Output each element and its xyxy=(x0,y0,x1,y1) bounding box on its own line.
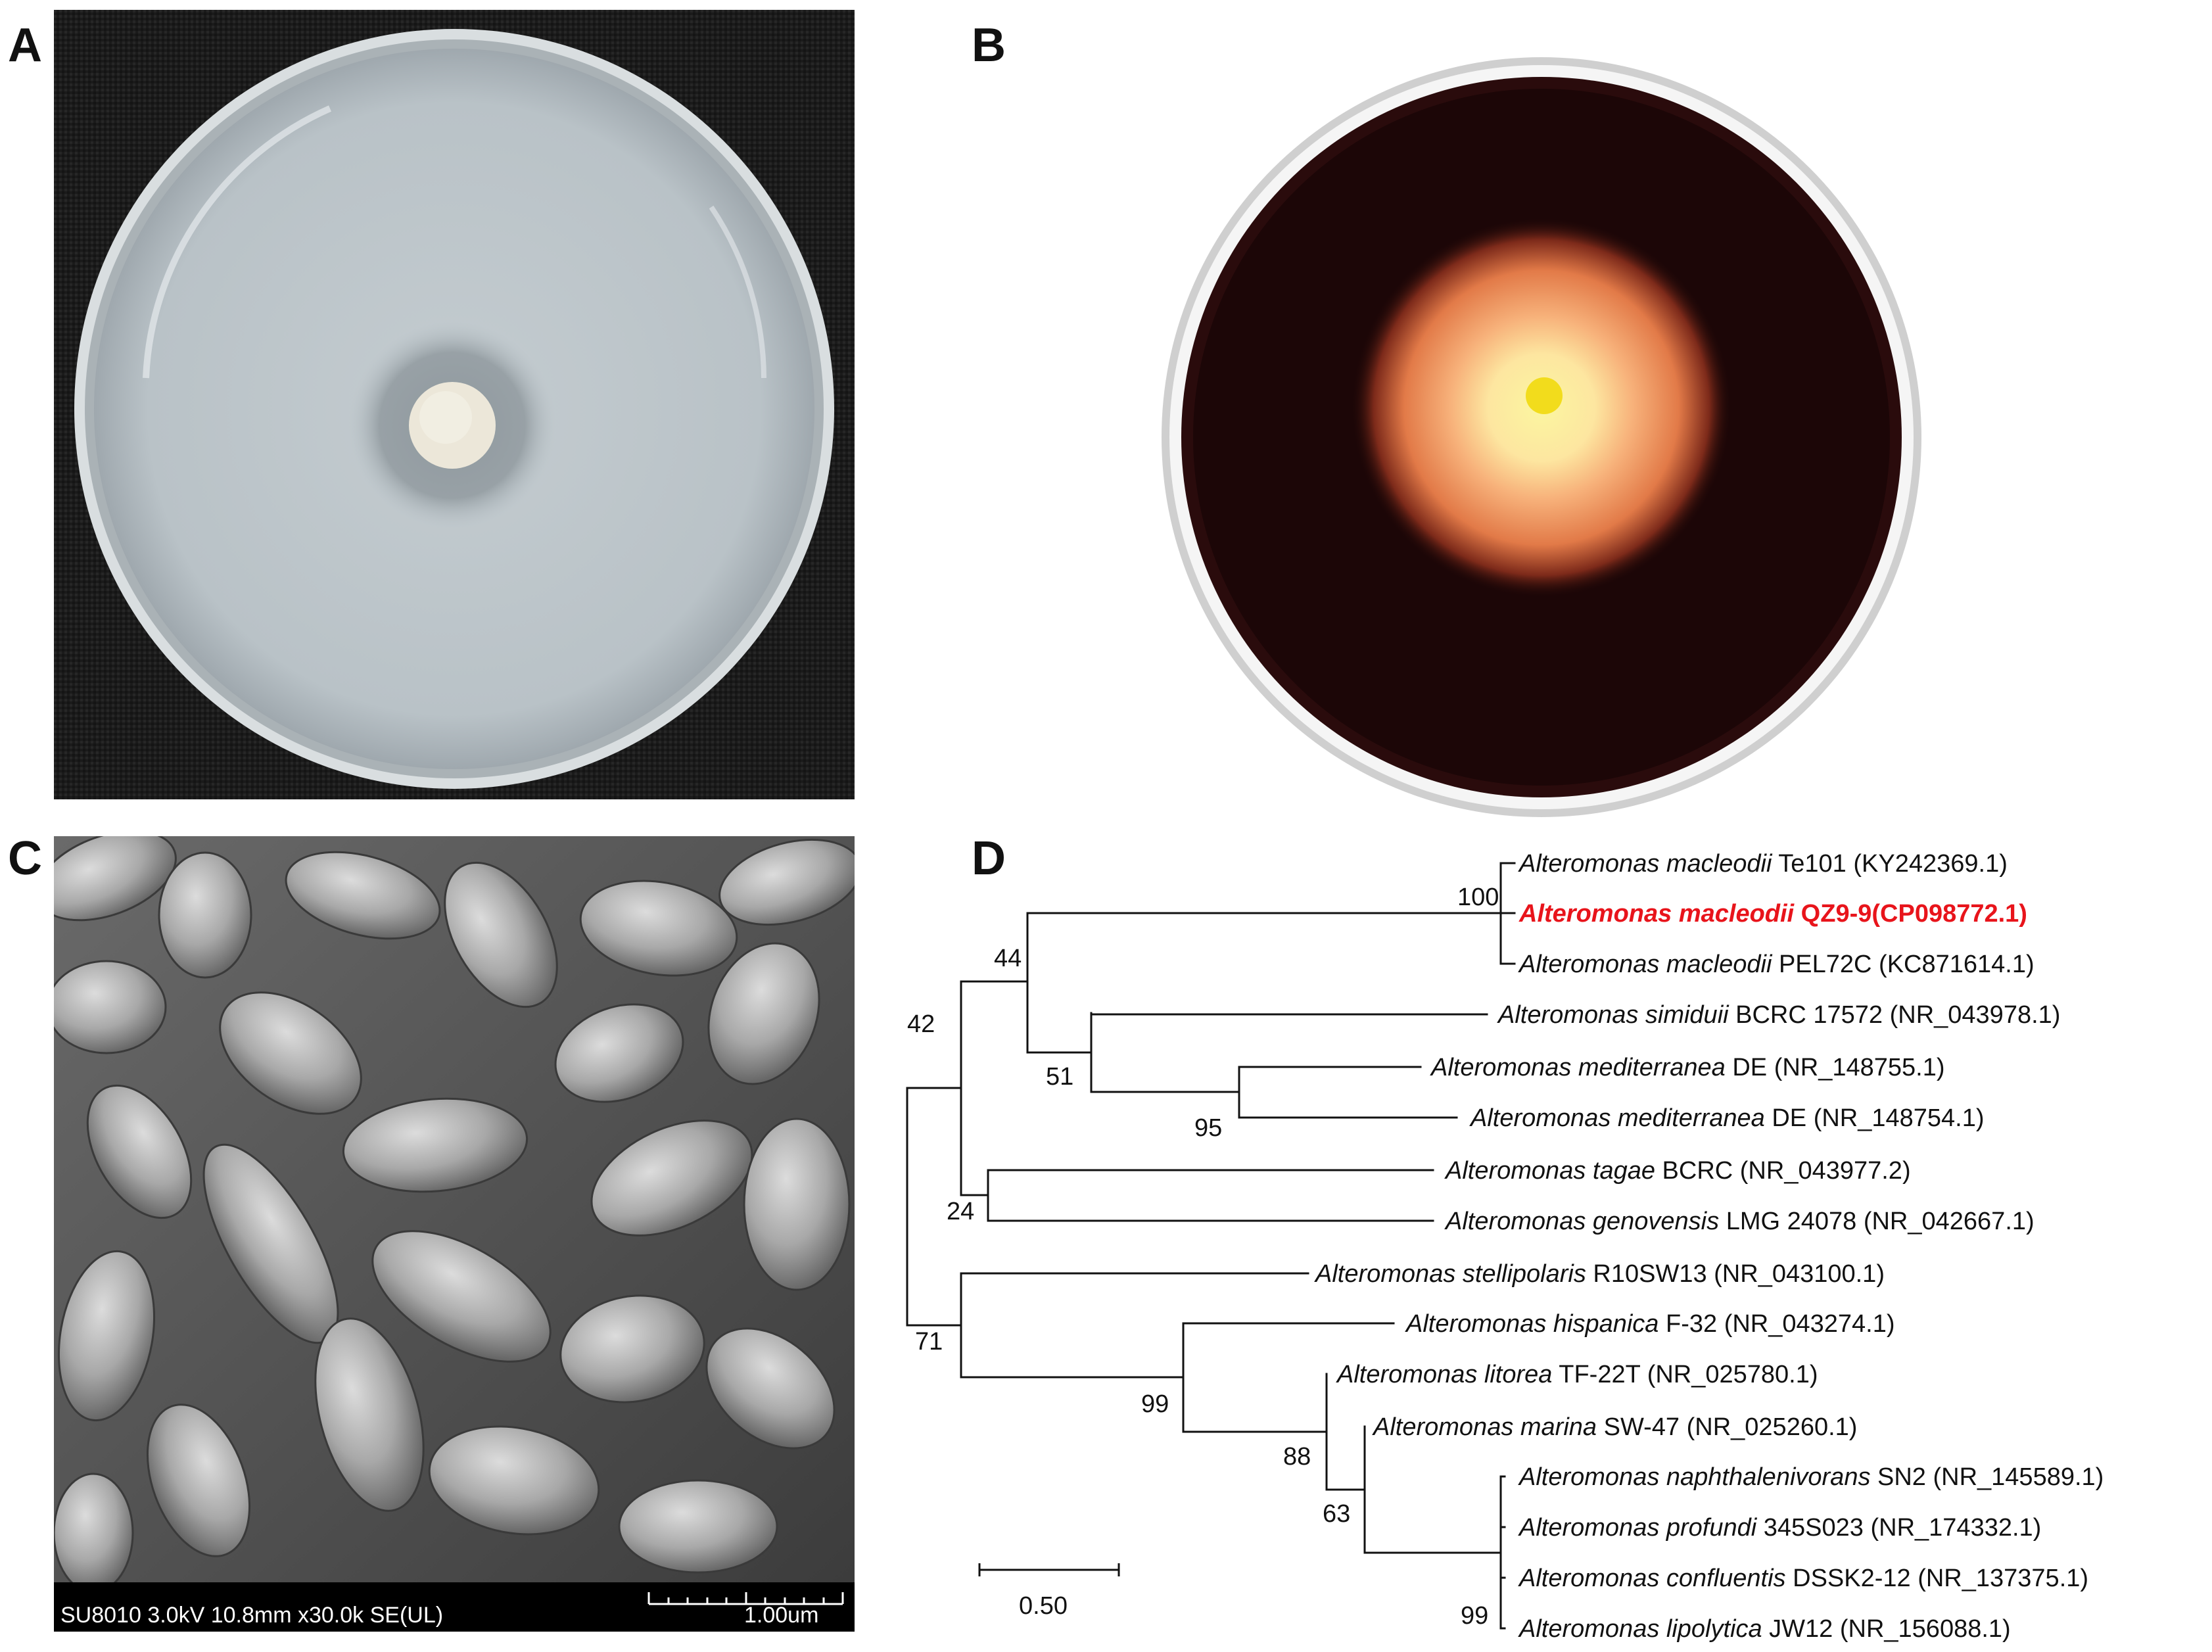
taxon-strain: DSSK2-12 xyxy=(1786,1565,1911,1592)
bootstrap-value: 71 xyxy=(915,1328,943,1356)
panel-a-letter: A xyxy=(8,19,42,72)
taxon-accession: (NR_148754.1) xyxy=(1806,1104,1984,1132)
taxon-species: Alteromonas macleodii xyxy=(1518,900,1795,928)
taxon-strain: SW-47 xyxy=(1597,1413,1680,1441)
panel-d-letter: D xyxy=(972,832,1006,885)
taxon-species: Alteromonas lipolytica xyxy=(1518,1615,1762,1643)
taxon-label: Alteromonas stellipolaris R10SW13 (NR_04… xyxy=(1314,1260,1885,1288)
taxon-label: Alteromonas mediterranea DE (NR_148754.1… xyxy=(1469,1104,1985,1132)
taxon-strain: F-32 xyxy=(1659,1310,1717,1338)
bootstrap-value: 63 xyxy=(1323,1500,1350,1528)
taxon-accession: (KY242369.1) xyxy=(1847,850,2008,878)
bootstrap-value: 95 xyxy=(1194,1114,1222,1142)
sem-scale-label: 1.00um xyxy=(744,1603,818,1628)
taxon-accession: (NR_174332.1) xyxy=(1864,1514,2041,1542)
taxon-species: Alteromonas profundi xyxy=(1518,1514,1758,1542)
taxon-label: Alteromonas confluentis DSSK2-12 (NR_137… xyxy=(1518,1565,2088,1592)
taxon-species: Alteromonas stellipolaris xyxy=(1314,1260,1586,1288)
tree-scale-label: 0.50 xyxy=(1019,1592,1068,1620)
taxon-strain: PEL72C xyxy=(1772,951,1871,978)
taxon-accession: (NR_025260.1) xyxy=(1680,1413,1857,1441)
taxon-label: Alteromonas genovensis LMG 24078 (NR_042… xyxy=(1444,1208,2035,1235)
panel-c-sem-micrograph: SU8010 3.0kV 10.8mm x30.0k SE(UL) 1.00um xyxy=(54,836,855,1632)
sem-info-text: SU8010 3.0kV 10.8mm x30.0k SE(UL) xyxy=(60,1603,443,1628)
taxon-accession: (NR_042667.1) xyxy=(1856,1208,2034,1235)
taxon-species: Alteromonas confluentis xyxy=(1518,1565,1786,1592)
taxon-label: Alteromonas macleodii Te101 (KY242369.1) xyxy=(1518,850,2008,878)
taxon-accession: (NR_137375.1) xyxy=(1911,1565,2088,1592)
panel-b-letter: B xyxy=(972,19,1006,72)
taxon-label: Alteromonas marina SW-47 (NR_025260.1) xyxy=(1372,1413,1857,1441)
taxon-strain: Te101 xyxy=(1772,850,1846,878)
taxon-species: Alteromonas marina xyxy=(1372,1413,1597,1441)
taxon-strain: R10SW13 xyxy=(1586,1260,1707,1288)
taxon-species: Alteromonas hispanica xyxy=(1405,1310,1659,1338)
taxon-accession: (NR_043978.1) xyxy=(1883,1001,2060,1029)
taxon-strain: BCRC xyxy=(1655,1157,1733,1185)
taxon-label: Alteromonas macleodii PEL72C (KC871614.1… xyxy=(1518,951,2035,978)
taxon-accession: (NR_145589.1) xyxy=(1926,1463,2104,1491)
taxon-species: Alteromonas mediterranea xyxy=(1469,1104,1765,1132)
taxon-label: Alteromonas tagae BCRC (NR_043977.2) xyxy=(1444,1157,1911,1185)
taxon-label: Alteromonas naphthalenivorans SN2 (NR_14… xyxy=(1518,1463,2104,1491)
taxon-label-highlighted: Alteromonas macleodii QZ9-9(CP098772.1) xyxy=(1518,900,2027,928)
taxon-strain: 345S023 xyxy=(1756,1514,1864,1542)
taxon-accession: (KC871614.1) xyxy=(1872,951,2035,978)
taxon-species: Alteromonas tagae xyxy=(1444,1157,1655,1185)
taxon-accession: (NR_043977.2) xyxy=(1733,1157,1910,1185)
taxon-label: Alteromonas lipolytica JW12 (NR_156088.1… xyxy=(1518,1615,2011,1643)
taxon-accession: (NR_043100.1) xyxy=(1707,1260,1885,1288)
taxon-label: Alteromonas mediterranea DE (NR_148755.1… xyxy=(1430,1054,1945,1081)
taxon-accession: (NR_025780.1) xyxy=(1640,1361,1818,1388)
taxon-label: Alteromonas hispanica F-32 (NR_043274.1) xyxy=(1405,1310,1895,1338)
bootstrap-value: 99 xyxy=(1461,1602,1488,1630)
taxon-species: Alteromonas simiduii xyxy=(1497,1001,1730,1029)
taxon-label: Alteromonas litorea TF-22T (NR_025780.1) xyxy=(1336,1361,1818,1388)
bootstrap-value: 100 xyxy=(1457,884,1499,911)
bootstrap-value: 51 xyxy=(1046,1063,1073,1091)
taxon-label: Alteromonas simiduii BCRC 17572 (NR_0439… xyxy=(1497,1001,2060,1029)
taxon-accession: (NR_148755.1) xyxy=(1767,1054,1944,1081)
taxon-species: Alteromonas mediterranea xyxy=(1430,1054,1726,1081)
taxon-strain: QZ9-9(CP098772.1) xyxy=(1794,900,2027,928)
taxon-strain: BCRC 17572 xyxy=(1729,1001,1883,1029)
bootstrap-value: 88 xyxy=(1283,1443,1311,1471)
taxon-label: Alteromonas profundi 345S023 (NR_174332.… xyxy=(1518,1514,2041,1542)
taxon-strain: JW12 xyxy=(1762,1615,1833,1643)
bootstrap-value: 42 xyxy=(907,1010,935,1038)
panel-a-agar-plate-photo xyxy=(54,10,855,799)
bootstrap-value: 24 xyxy=(947,1198,974,1225)
panel-c-letter: C xyxy=(8,832,42,885)
taxon-species: Alteromonas litorea xyxy=(1336,1361,1552,1388)
taxon-accession: (NR_043274.1) xyxy=(1717,1310,1894,1338)
taxon-species: Alteromonas naphthalenivorans xyxy=(1518,1463,1870,1491)
taxon-strain: SN2 xyxy=(1870,1463,1925,1491)
panel-b-stained-plate-photo xyxy=(1154,53,1929,828)
taxon-species: Alteromonas macleodii xyxy=(1518,951,1773,978)
taxon-strain: DE xyxy=(1726,1054,1767,1081)
taxon-strain: DE xyxy=(1765,1104,1806,1132)
bootstrap-value: 99 xyxy=(1141,1390,1169,1418)
taxon-strain: LMG 24078 xyxy=(1719,1208,1856,1235)
tree-scale-bar: 0.50 xyxy=(978,1563,1120,1620)
taxon-accession: (NR_156088.1) xyxy=(1833,1615,2010,1643)
taxon-species: Alteromonas genovensis xyxy=(1444,1208,1719,1235)
taxon-strain: TF-22T xyxy=(1552,1361,1640,1388)
bootstrap-value: 44 xyxy=(994,945,1022,972)
taxon-species: Alteromonas macleodii xyxy=(1518,850,1773,878)
